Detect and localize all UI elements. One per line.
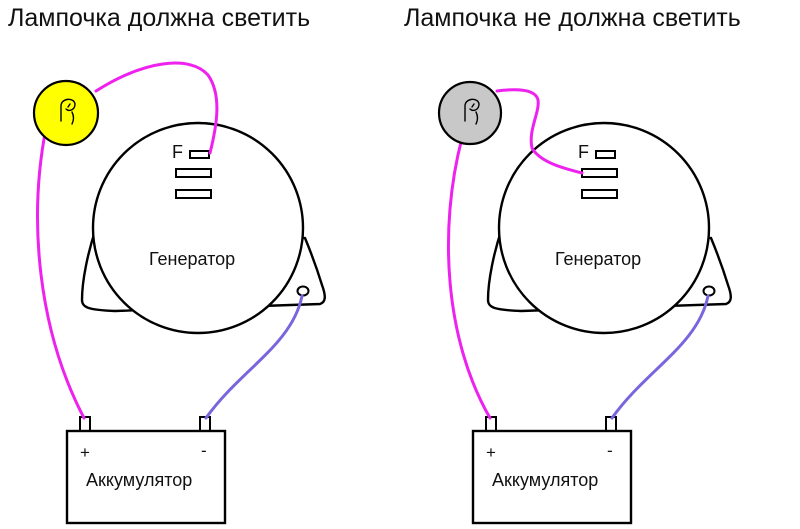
lamp-to-terminal-wire <box>94 61 219 155</box>
lamp-filament-icon <box>464 98 480 125</box>
lamp-bulb <box>32 79 100 147</box>
battery-body <box>471 429 633 525</box>
terminal-f <box>189 150 210 159</box>
panel-lamp-off: Лампочка не должна светить F Генератор +… <box>404 4 741 525</box>
generator-label: Генератор <box>555 249 641 269</box>
lamp-filament-icon <box>60 98 76 125</box>
generator-label: Генератор <box>149 249 235 269</box>
battery: + - Аккумулятор <box>471 416 633 525</box>
ground-terminal <box>702 285 716 297</box>
terminal-2 <box>581 168 618 178</box>
panel-title: Лампочка не должна светить <box>404 4 741 32</box>
generator-housing <box>91 121 305 335</box>
terminal-2 <box>175 168 212 178</box>
generator-housing <box>497 121 711 335</box>
terminal-f-label: F <box>172 142 183 162</box>
battery-label: Аккумулятор <box>86 470 192 490</box>
battery-plus-label: + <box>486 443 496 462</box>
terminal-f-label: F <box>578 142 589 162</box>
lamp-to-terminal-wire <box>495 88 584 175</box>
terminal-3 <box>175 189 212 199</box>
lamp-to-battery-wire <box>36 126 86 420</box>
generator: F Генератор <box>80 121 326 335</box>
generator: F Генератор <box>486 121 732 335</box>
battery-body <box>65 429 227 525</box>
lamp-unlit <box>437 80 503 146</box>
lamp-lit <box>32 79 100 147</box>
ground-terminal <box>296 285 310 297</box>
terminal-3 <box>581 189 618 199</box>
panel-lamp-on: Лампочка должна светить F Генератор + - … <box>8 4 326 525</box>
panel-title: Лампочка должна светить <box>8 4 310 32</box>
battery: + - Аккумулятор <box>65 416 227 525</box>
ground-to-battery-wire <box>204 294 304 420</box>
lamp-to-battery-wire <box>446 136 492 420</box>
lamp-bulb <box>437 80 503 146</box>
battery-label: Аккумулятор <box>492 470 598 490</box>
battery-minus-label: - <box>607 441 613 460</box>
battery-minus-label: - <box>201 441 207 460</box>
ground-to-battery-wire <box>610 294 710 420</box>
battery-plus-label: + <box>80 443 90 462</box>
terminal-f <box>595 150 616 159</box>
